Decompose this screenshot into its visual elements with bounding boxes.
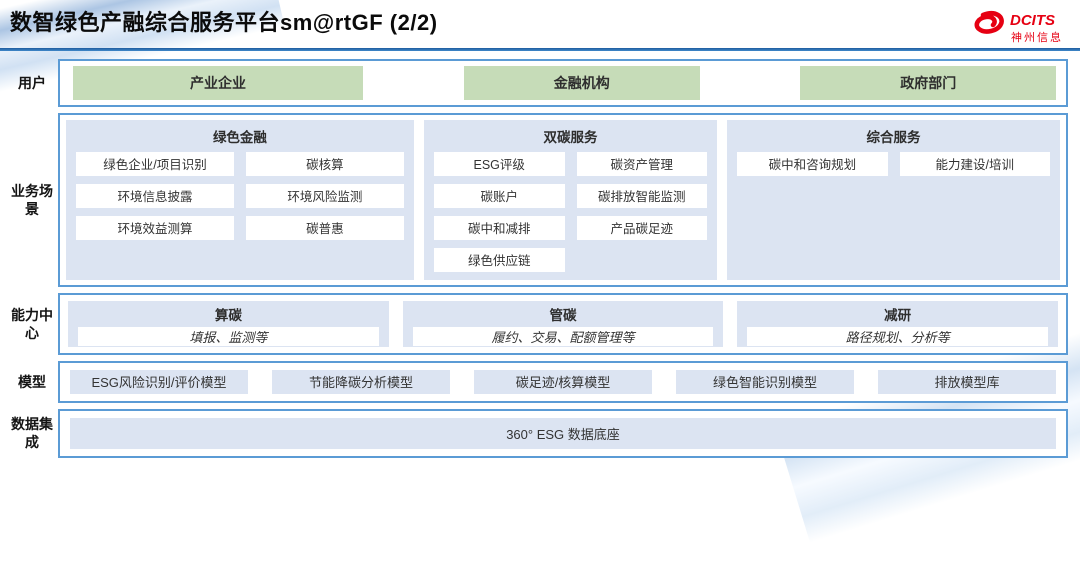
scenario-item: 绿色企业/项目识别	[76, 151, 234, 176]
scenario-items-grid: ESG评级 碳资产管理 碳账户 碳排放智能监测 碳中和减排 产品碳足迹 绿色供应…	[433, 151, 708, 272]
scenario-item: 碳账户	[433, 183, 565, 208]
scenario-item: 碳中和咨询规划	[737, 151, 888, 176]
models-row: 模型 ESG风险识别/评价模型 节能降碳分析模型 碳足迹/核算模型 绿色智能识别…	[6, 360, 1068, 403]
scenarios-row: 业务场景 绿色金融 绿色企业/项目识别 碳核算 环境信息披露 环境风险监测 环境…	[6, 112, 1068, 287]
capability-title: 管碳	[549, 307, 577, 323]
dcits-logo-image: DCITS 神州信息	[974, 11, 1063, 44]
row-label-scenarios: 业务场景	[11, 182, 53, 217]
model-item: 绿色智能识别模型	[676, 369, 854, 394]
scenario-column-dual-carbon: 双碳服务 ESG评级 碳资产管理 碳账户 碳排放智能监测 碳中和减排 产品碳足迹…	[423, 119, 718, 280]
model-item: ESG风险识别/评价模型	[70, 369, 248, 394]
row-label-data-integration: 数据集成	[11, 416, 53, 451]
row-label-users: 用户	[18, 74, 46, 91]
capability-carbon-management: 管碳 履约、交易、配额管理等	[402, 300, 724, 347]
logo-brand-text: DCITS	[1010, 12, 1055, 29]
scenario-item: 碳核算	[245, 151, 404, 176]
capability-reduction-research: 减研 路径规划、分析等	[737, 300, 1059, 347]
scenario-item: ESG评级	[433, 151, 565, 176]
scenario-column-title: 双碳服务	[543, 129, 598, 145]
user-group-industry: 产业企业	[73, 65, 363, 100]
data-integration-row-box: 360° ESG 数据底座	[58, 408, 1068, 458]
capability-title: 减研	[884, 307, 912, 323]
data-foundation-item: 360° ESG 数据底座	[70, 417, 1056, 449]
capabilities-row-box: 算碳 填报、监测等 管碳 履约、交易、配额管理等 减研 路径规划、分析等	[58, 292, 1068, 355]
capability-desc: 履约、交易、配额管理等	[412, 326, 714, 346]
dcits-logo: DCITS 神州信息	[968, 6, 1068, 53]
scenario-item: 环境风险监测	[245, 183, 404, 208]
scenario-item: 碳中和减排	[433, 215, 565, 240]
architecture-diagram: 用户 产业企业 金融机构 政府部门 业务场景 绿色金融 绿色企业/项目识别 碳核…	[6, 59, 1068, 458]
users-row: 用户 产业企业 金融机构 政府部门	[6, 59, 1068, 107]
logo-company-text: 神州信息	[1011, 30, 1063, 44]
scenario-item: 碳排放智能监测	[576, 183, 708, 208]
model-item: 排放模型库	[878, 369, 1056, 394]
page-title: 数智绿色产融综合服务平台sm@rtGF (2/2)	[10, 10, 438, 35]
scenario-item: 碳普惠	[245, 215, 404, 240]
capability-desc: 路径规划、分析等	[747, 326, 1049, 346]
scenario-item: 绿色供应链	[433, 247, 565, 272]
row-label-models: 模型	[18, 373, 46, 390]
user-group-government: 政府部门	[800, 65, 1056, 100]
users-row-box: 产业企业 金融机构 政府部门	[58, 59, 1068, 107]
title-underline	[0, 48, 1080, 51]
scenario-item: 环境信息披露	[76, 183, 234, 208]
scenario-items-grid: 绿色企业/项目识别 碳核算 环境信息披露 环境风险监测 环境效益测算 碳普惠	[76, 151, 404, 240]
scenario-column-title: 综合服务	[866, 129, 921, 145]
user-group-financial: 金融机构	[463, 65, 700, 100]
capability-title: 算碳	[214, 307, 242, 323]
swirl-icon	[974, 11, 1004, 34]
scenario-items-grid: 碳中和咨询规划 能力建设/培训	[737, 151, 1050, 176]
capability-desc: 填报、监测等	[78, 326, 379, 346]
capabilities-row: 能力中心 算碳 填报、监测等 管碳 履约、交易、配额管理等 减研 路径规划、分析…	[6, 292, 1068, 355]
row-label-capabilities: 能力中心	[11, 306, 53, 341]
scenario-item: 环境效益测算	[76, 215, 234, 240]
scenario-item: 能力建设/培训	[899, 151, 1050, 176]
capability-carbon-accounting: 算碳 填报、监测等	[68, 300, 389, 347]
scenario-item: 碳资产管理	[576, 151, 708, 176]
slide-header: 数智绿色产融综合服务平台sm@rtGF (2/2) DCITS 神州信息	[0, 0, 1080, 48]
scenario-column-comprehensive: 综合服务 碳中和咨询规划 能力建设/培训	[727, 119, 1060, 280]
scenario-column-green-finance: 绿色金融 绿色企业/项目识别 碳核算 环境信息披露 环境风险监测 环境效益测算 …	[66, 119, 414, 280]
model-item: 碳足迹/核算模型	[474, 369, 652, 394]
model-item: 节能降碳分析模型	[272, 369, 450, 394]
models-row-box: ESG风险识别/评价模型 节能降碳分析模型 碳足迹/核算模型 绿色智能识别模型 …	[58, 360, 1068, 403]
scenarios-row-box: 绿色金融 绿色企业/项目识别 碳核算 环境信息披露 环境风险监测 环境效益测算 …	[58, 112, 1068, 287]
data-integration-row: 数据集成 360° ESG 数据底座	[6, 408, 1068, 458]
scenario-item: 产品碳足迹	[576, 215, 708, 240]
scenario-column-title: 绿色金融	[212, 129, 267, 145]
